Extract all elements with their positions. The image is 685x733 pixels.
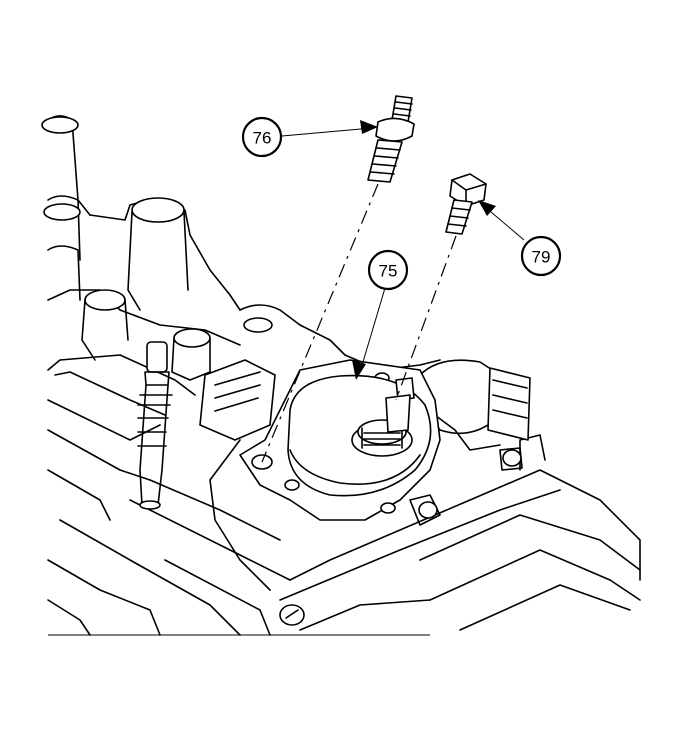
callout-79: 79	[520, 235, 562, 277]
leader-lines	[281, 120, 525, 380]
callout-75: 75	[367, 249, 409, 291]
callout-label-76: 76	[253, 129, 272, 148]
selector-position-sensor	[287, 374, 432, 497]
arrowhead-75	[352, 360, 366, 380]
stud-bolt-76	[367, 95, 415, 183]
main-housing-body	[209, 324, 641, 631]
callout-76: 76	[241, 116, 283, 158]
vertical-sensor-rod	[137, 341, 173, 510]
arrowhead-79	[478, 200, 496, 216]
arrowhead-76	[360, 120, 378, 134]
callout-label-75: 75	[379, 262, 398, 281]
hex-bolt-79	[445, 173, 487, 235]
callout-label-79: 79	[532, 248, 551, 267]
assembly-guide-lines	[261, 183, 457, 463]
wiring-harness-connector	[419, 359, 531, 451]
transmission-housing	[41, 115, 430, 636]
left-connector-block	[199, 359, 276, 441]
